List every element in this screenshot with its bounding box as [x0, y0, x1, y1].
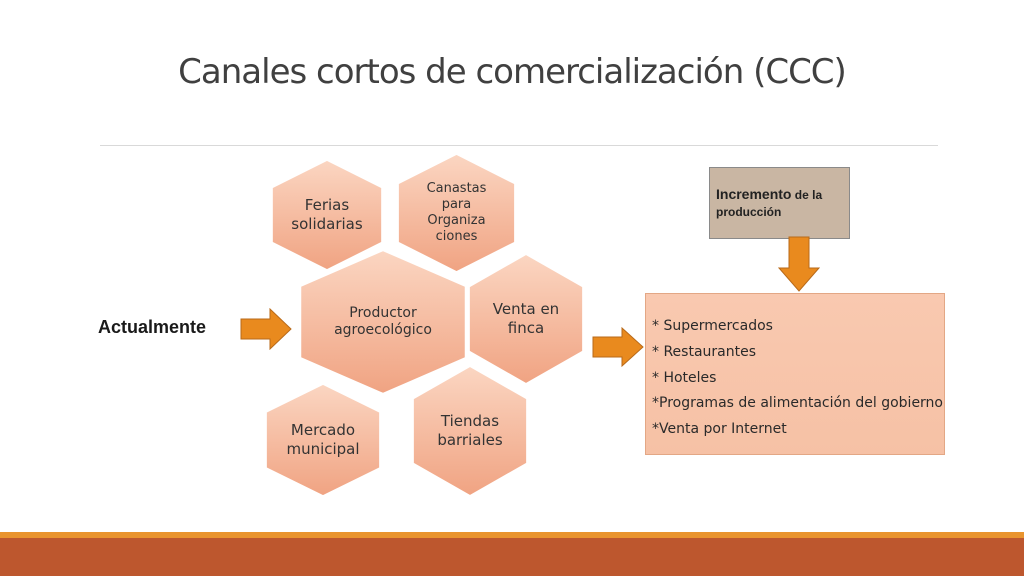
hex-ferias-label: Ferias solidarias — [291, 196, 363, 233]
increase-subtitle: producción — [716, 205, 782, 220]
hex-canastas-label: Canastas para Organiza ciones — [426, 180, 487, 245]
actualmente-label: Actualmente — [98, 317, 207, 337]
hex-mercado-municipal: Mercado municipal — [265, 383, 381, 497]
target-channels-box: * Supermercados * Restaurantes * Hoteles… — [645, 293, 945, 455]
hex-venta-label: Venta en finca — [492, 300, 560, 337]
hex-canastas: Canastas para Organiza ciones — [397, 153, 516, 273]
hex-venta-en-finca: Venta en finca — [468, 252, 584, 386]
hex-tiendas-barriales: Tiendas barriales — [412, 364, 528, 498]
increase-title-suffix: de la — [791, 188, 823, 202]
hex-mercado-label: Mercado municipal — [286, 421, 360, 458]
title-divider — [100, 145, 938, 146]
hex-productor-label: Productor agroecológico — [334, 304, 432, 339]
list-item: *Venta por Internet — [652, 421, 787, 438]
hex-productor-agroecologico: Productor agroecológico — [298, 248, 468, 396]
list-item: * Supermercados — [652, 318, 773, 334]
slide-title: Canales cortos de comercialización (CCC) — [178, 52, 847, 92]
footer-band — [0, 538, 1024, 576]
list-item: *Programas de alimentación del gobierno — [652, 395, 943, 412]
list-item: * Hoteles — [652, 369, 717, 386]
increase-title: Incremento — [716, 186, 792, 202]
footer-accent-band — [0, 532, 1024, 538]
target-channels-list: * Supermercados * Restaurantes * Hoteles… — [652, 314, 944, 443]
arrow-right-1 — [240, 308, 292, 350]
arrow-right-2 — [592, 327, 644, 367]
hex-tiendas-label: Tiendas barriales — [437, 412, 503, 449]
increase-production-box: Incremento de la producción — [709, 167, 850, 239]
hex-ferias-solidarias: Ferias solidarias — [271, 159, 383, 271]
list-item: * Restaurantes — [652, 343, 757, 360]
arrow-down — [778, 236, 820, 292]
